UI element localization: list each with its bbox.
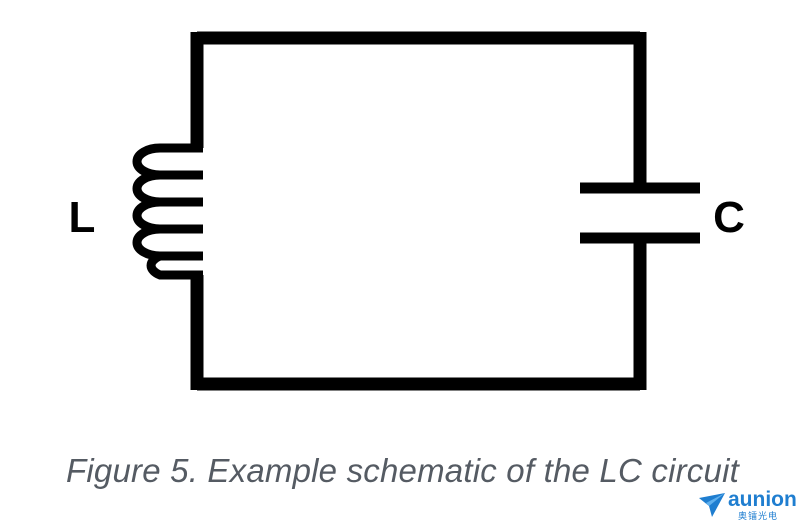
capacitor-label: C — [713, 193, 745, 242]
logo-subtitle: 奥镭光电 — [738, 511, 779, 521]
logo-wordmark: aunion — [728, 488, 797, 511]
lc-circuit-schematic: L C — [69, 31, 745, 391]
inductor-label: L — [69, 193, 96, 242]
brand-logo: aunion 奥镭光电 — [698, 489, 798, 525]
paper-plane-icon — [699, 493, 725, 517]
figure-caption: Figure 5. Example schematic of the LC ci… — [66, 452, 739, 489]
inductor-coil — [132, 143, 203, 280]
